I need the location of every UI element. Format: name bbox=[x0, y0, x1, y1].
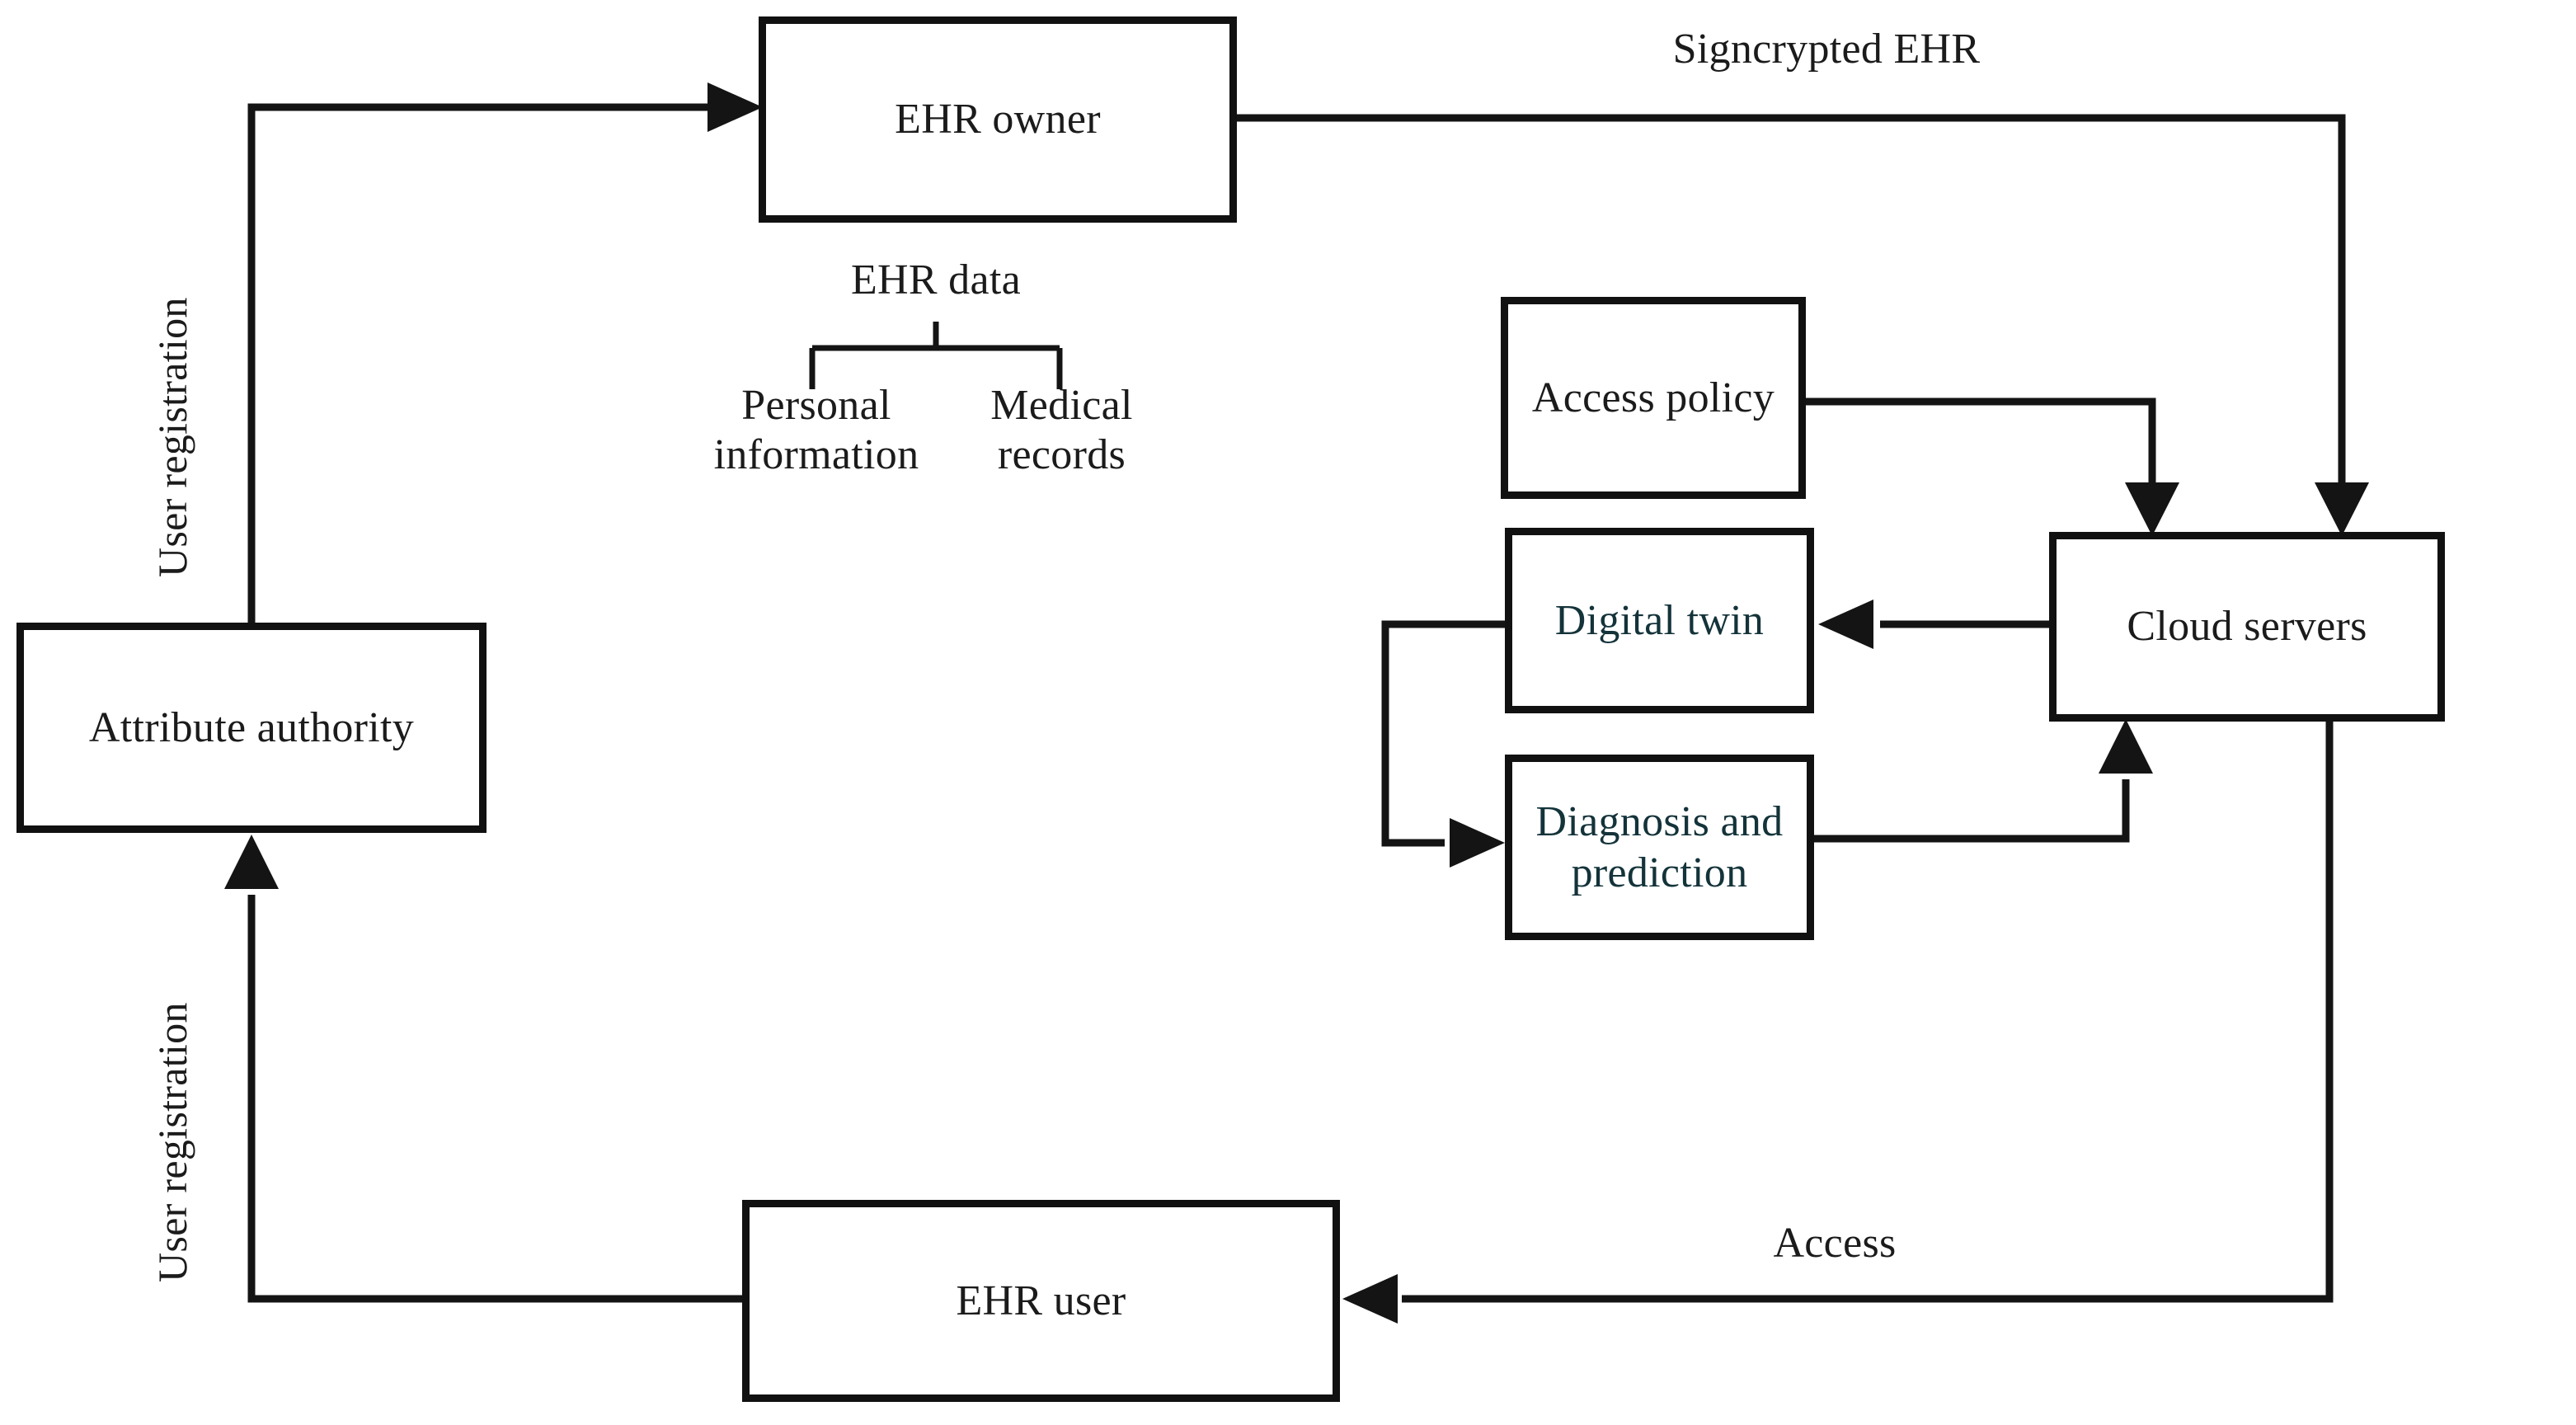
edge-digital-twin-to-diagnosis bbox=[1381, 620, 1505, 868]
node-ehr-user[interactable]: EHR user bbox=[742, 1200, 1340, 1402]
ehr-data-child-personal-information: Personal information bbox=[713, 382, 919, 479]
edge-cloud-servers-to-digital-twin bbox=[1818, 600, 2049, 649]
ehr-data-root-label: EHR data bbox=[850, 256, 1021, 303]
node-diagnosis-and-prediction[interactable]: Diagnosis and prediction bbox=[1505, 755, 1814, 940]
ehr-data-tree-bracket bbox=[809, 322, 1063, 389]
edge-label-user-registration-bottom: User registration bbox=[149, 1002, 195, 1282]
edge-label-user-registration-top: User registration bbox=[149, 297, 195, 577]
node-cloud-servers[interactable]: Cloud servers bbox=[2049, 532, 2445, 722]
edge-label-signcrypted-ehr: Signcrypted EHR bbox=[1672, 26, 1981, 73]
edge-access-policy-to-cloud-servers bbox=[1806, 397, 2179, 536]
node-attribute-authority[interactable]: Attribute authority bbox=[16, 623, 487, 833]
node-access-policy[interactable]: Access policy bbox=[1501, 297, 1806, 499]
ehr-data-child-medical-records: Medical records bbox=[990, 382, 1133, 479]
edge-label-access: Access bbox=[1773, 1220, 1897, 1267]
node-ehr-owner[interactable]: EHR owner bbox=[759, 16, 1237, 223]
node-digital-twin[interactable]: Digital twin bbox=[1505, 528, 1814, 713]
edge-attribute-authority-to-ehr-owner bbox=[247, 82, 763, 623]
edge-ehr-user-to-attribute-authority bbox=[224, 835, 742, 1303]
edge-diagnosis-to-cloud-servers bbox=[1814, 719, 2153, 843]
